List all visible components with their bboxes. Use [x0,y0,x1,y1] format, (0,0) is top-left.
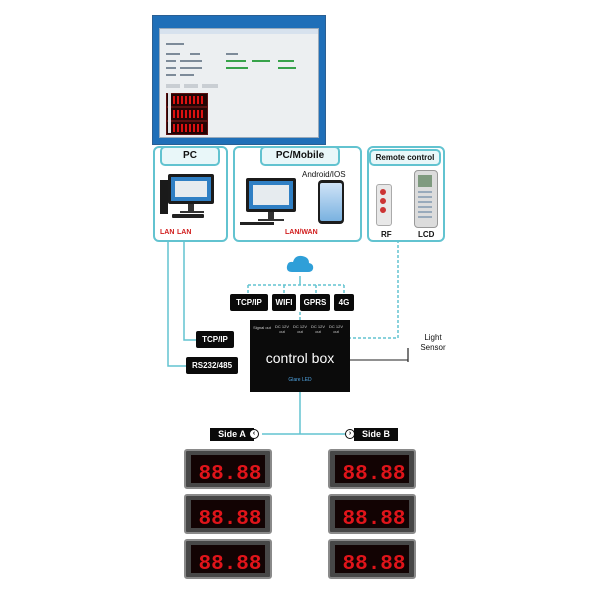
pc-lan-right-label: LAN [177,229,192,236]
side-a-display-2: 88.88 [184,494,272,534]
port-dc-1: DC 12V out [274,324,289,334]
lcd-label: LCD [418,230,435,239]
port-dc-3: DC 12V out [310,324,325,334]
wifi-network-tag: WIFI [272,294,296,311]
cloud-icon [286,255,314,272]
side-b-display-2-digits: 88.88 [342,508,405,531]
pc-mobile-panel-title: PC/Mobile [260,146,340,166]
keyboard [172,214,204,218]
side-b-display-2: 88.88 [328,494,416,534]
remote-panel-title: Remote control [369,149,441,166]
side-a-tag: Side A [210,428,254,441]
keyboard-2 [240,222,274,225]
os-label: Android/IOS [302,170,346,179]
tcp-ip-port-tag: TCP/IP [196,331,234,348]
port-signal-out: Signal out [253,325,271,330]
control-box: Signal out DC 12V out DC 12V out DC 12V … [250,320,350,392]
side-b-display-1: 88.88 [328,449,416,489]
pc-monitor [168,174,214,204]
software-window [159,28,319,138]
pc-lan-left-label: LAN [160,229,175,236]
pc-tower [160,180,168,214]
side-a-display-2-digits: 88.88 [198,508,261,531]
gprs-network-tag: GPRS [300,294,330,311]
side-a-arrow-icon: ‹ [249,429,259,439]
software-screenshot [152,15,326,145]
tcp-ip-network-tag: TCP/IP [230,294,268,311]
side-b-display-3: 88.88 [328,539,416,579]
control-box-label: control box [265,350,335,366]
brand-logo: Glare LED [288,377,312,383]
side-b-tag: Side B [354,428,398,441]
smartphone [318,180,344,224]
side-a-display-3-digits: 88.88 [198,553,261,576]
side-a-display-1-digits: 88.88 [198,463,261,486]
light-sensor-label: Light Sensor [420,333,446,352]
side-b-display-3-digits: 88.88 [342,553,405,576]
side-a-display-1: 88.88 [184,449,272,489]
port-dc-4: DC 12V out [328,324,343,334]
side-b-arrow-icon: › [345,429,355,439]
rs232-port-tag: RS232/485 [186,357,238,374]
side-b-display-1-digits: 88.88 [342,463,405,486]
rf-remote-icon [376,184,392,226]
4g-network-tag: 4G [334,294,354,311]
lcd-remote-icon [414,170,438,228]
side-a-display-3: 88.88 [184,539,272,579]
pc-panel-title: PC [160,146,220,166]
rf-label: RF [381,230,392,239]
pc-mobile-monitor [246,178,296,212]
lan-wan-label: LAN/WAN [285,229,318,236]
port-dc-2: DC 12V out [292,324,307,334]
